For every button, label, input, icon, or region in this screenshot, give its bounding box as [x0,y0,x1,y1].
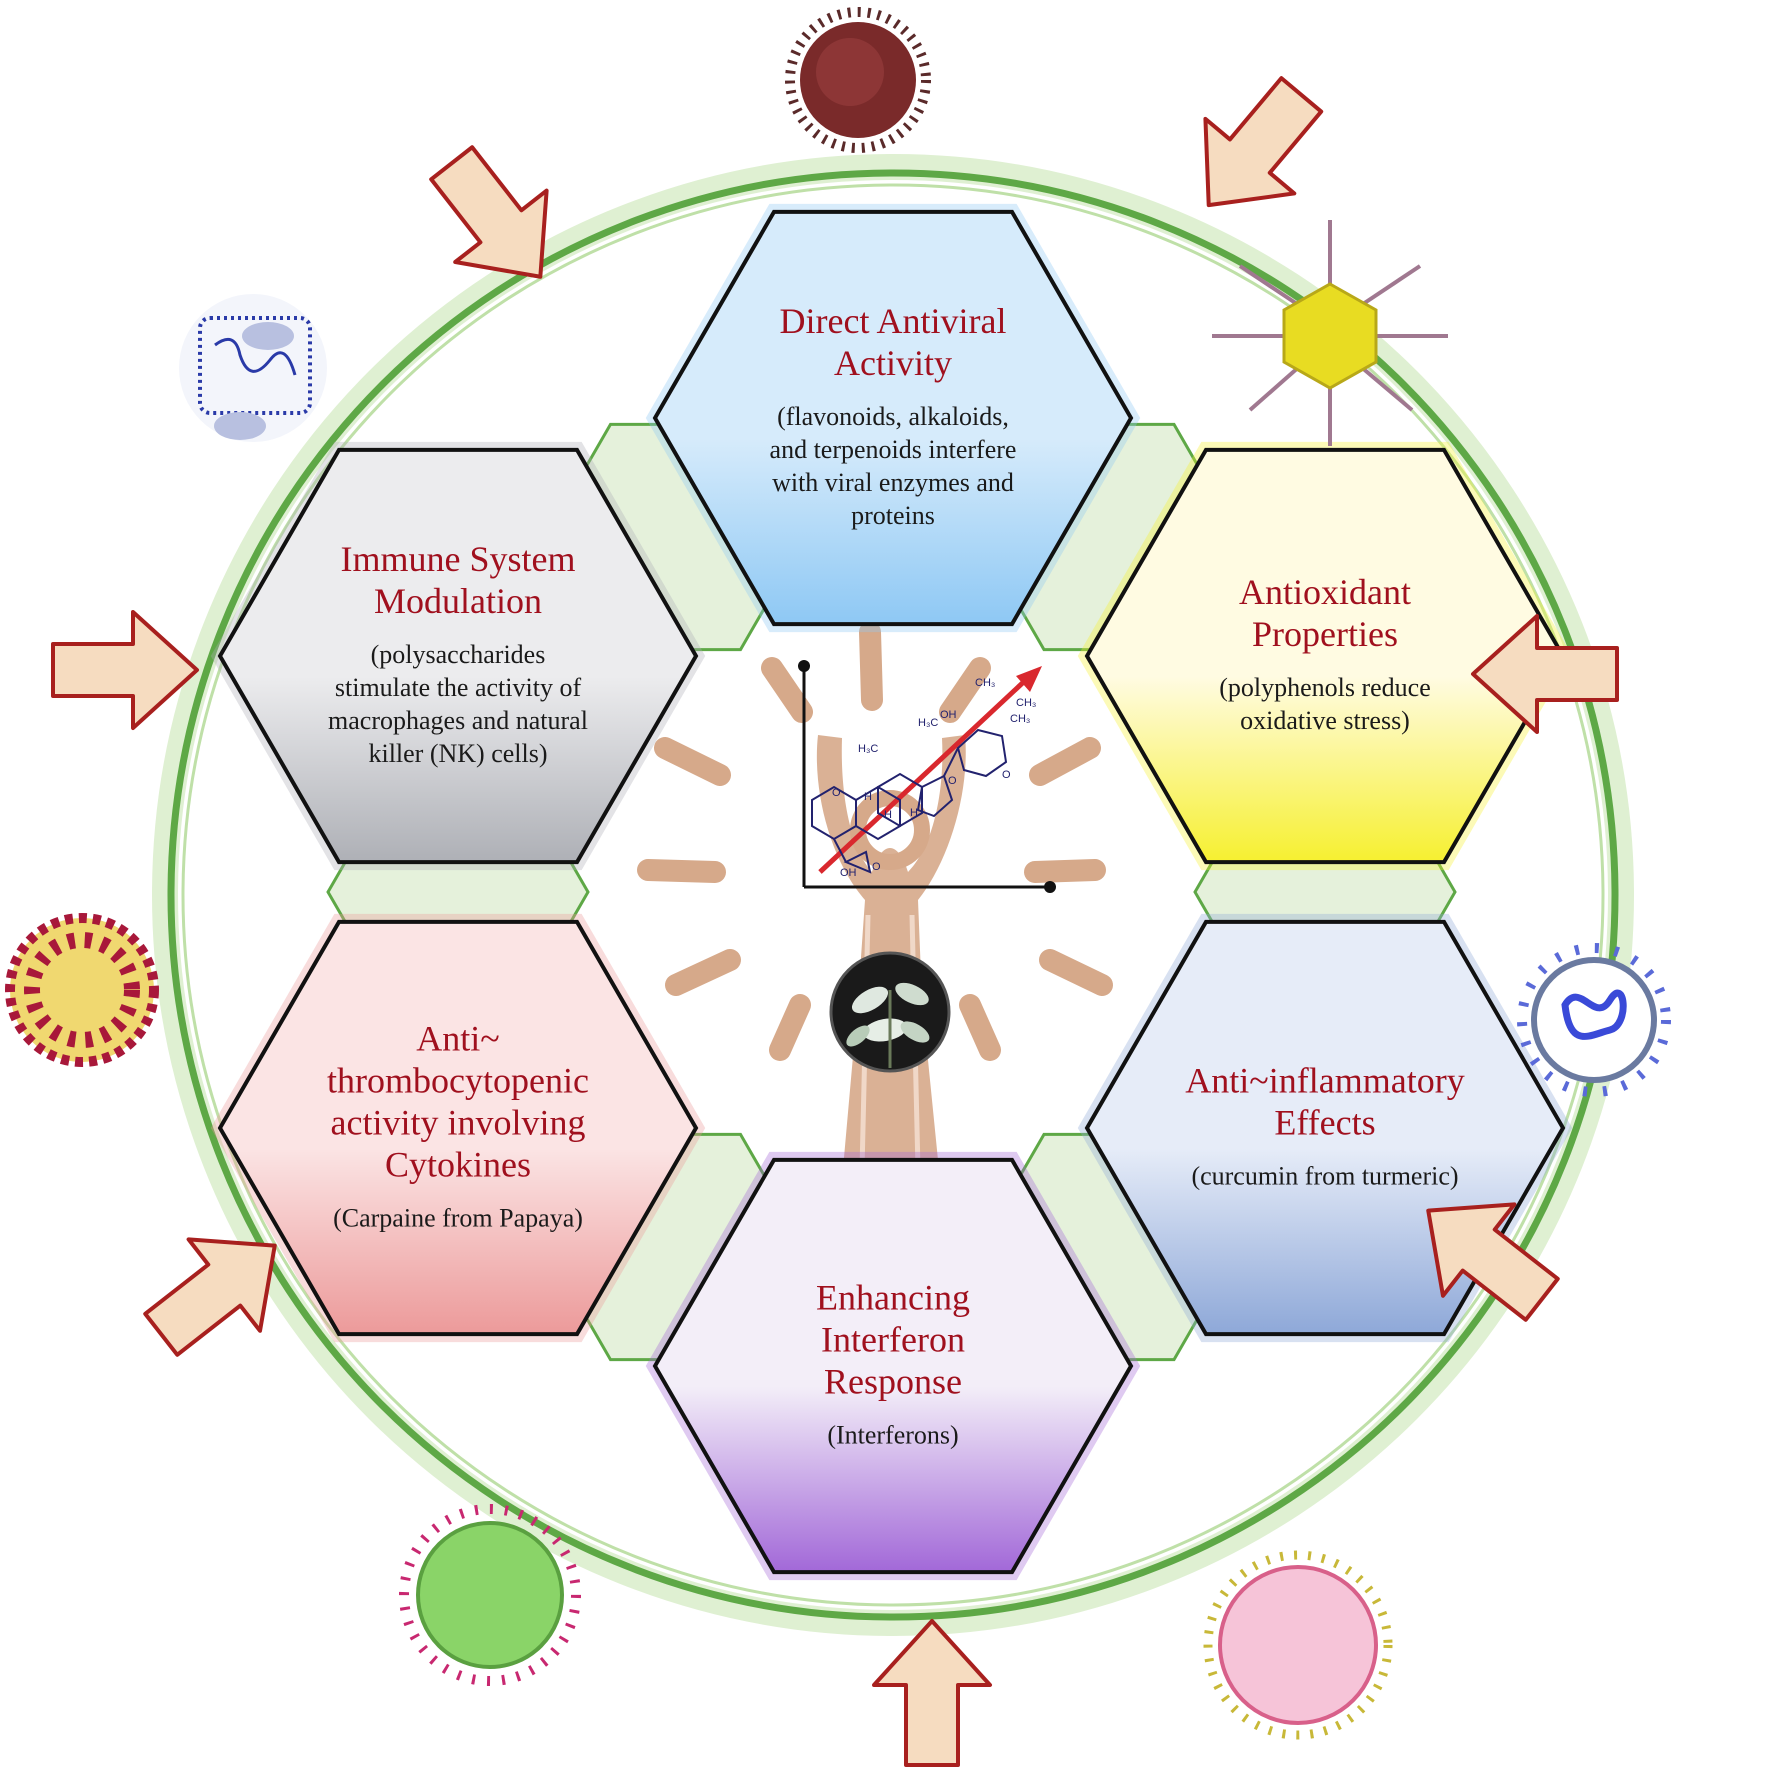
hexagon-title: Cytokines [385,1145,531,1185]
hexagon-title: Anti~inflammatory [1185,1061,1464,1101]
hexagon-shape [652,209,1134,627]
virus-green-icon [399,1504,581,1686]
virus-cell-icon [179,294,327,442]
hexagon-title: activity involving [331,1103,586,1143]
hexagon-title: Modulation [374,581,542,621]
virus-yellow-icon [1212,220,1448,446]
hexagon-description: (Carpaine from Papaya) [333,1204,583,1233]
molecule-atom-label: H₃C [918,717,938,729]
hexagon-title: Direct Antiviral [780,301,1007,341]
molecule-atom-label: OH [840,867,857,879]
outer-ring [152,154,1634,1636]
hexagon-description: proteins [851,501,935,530]
hexagon-shape [652,1157,1134,1575]
virus-illustrations [5,7,1671,1740]
hexagon-title: Properties [1252,614,1398,654]
hexagon-title: Interferon [821,1320,965,1360]
inward-arrow-icon [1426,1202,1560,1322]
hexagon-title: Immune System [341,539,576,579]
inward-arrow-icon [143,1237,277,1357]
molecule-atom-label: H [864,791,872,803]
molecule-atom-label: H [910,807,918,819]
hexagon-description: macrophages and natural [328,706,588,735]
hexagon-title: Effects [1274,1103,1375,1143]
molecule-atom-label: O [1002,769,1011,781]
virus-pink-icon [1203,1550,1393,1740]
hexagon-description: and terpenoids interfere [770,435,1017,464]
molecule-atom-label: H₃C [858,743,878,755]
inward-arrow-icon [872,1619,992,1767]
hexagon-description: (polyphenols reduce [1219,673,1431,702]
hexagon-description: oxidative stress) [1240,706,1410,735]
steroid-molecule [811,728,1008,874]
virus-dark-red-icon [785,7,931,153]
hexagon-title: Anti~ [416,1019,499,1059]
hexagon-title: Enhancing [816,1278,970,1318]
hexagon-description: (curcumin from turmeric) [1191,1162,1458,1191]
inward-arrow-icon [1203,76,1324,208]
hexagon-shape [217,447,699,865]
hexagon-description: stimulate the activity of [335,673,582,702]
virus-red-yellow-icon [5,913,159,1067]
molecule-atom-label: CH₃ [1010,713,1030,725]
hexagon-title: Response [824,1362,962,1402]
molecule-atom-label: CH₃ [1016,697,1036,709]
hexagon-description: killer (NK) cells) [368,739,547,768]
molecule-atom-label: O [872,861,881,873]
hexagon-description: with viral enzymes and [772,468,1014,497]
hexagon-shape [217,919,699,1337]
molecule-atom-label: CH₃ [975,677,995,689]
virus-blue-icon [1517,943,1671,1097]
inward-arrow-icon [1471,614,1619,734]
hexagon-title: Antioxidant [1239,572,1411,612]
molecule-atom-label: H [884,809,892,821]
molecule-atom-label: O [832,787,841,799]
molecule-atom-label: OH [940,709,957,721]
inward-arrow-icon [429,145,549,279]
inward-arrow-icon [51,610,199,730]
plant-photo [829,951,951,1073]
hexagon-title: thrombocytopenic [327,1061,589,1101]
hexagon-title: Activity [834,343,952,383]
hexagon-description: (Interferons) [827,1421,958,1450]
hexagon-description: (polysaccharides [371,640,546,669]
inward-arrows [51,76,1619,1767]
molecule-atom-label: O [948,775,957,787]
growth-graph [798,660,1056,893]
sun-rays [637,621,1113,1061]
hexagon-description: (flavonoids, alkaloids, [777,402,1009,431]
